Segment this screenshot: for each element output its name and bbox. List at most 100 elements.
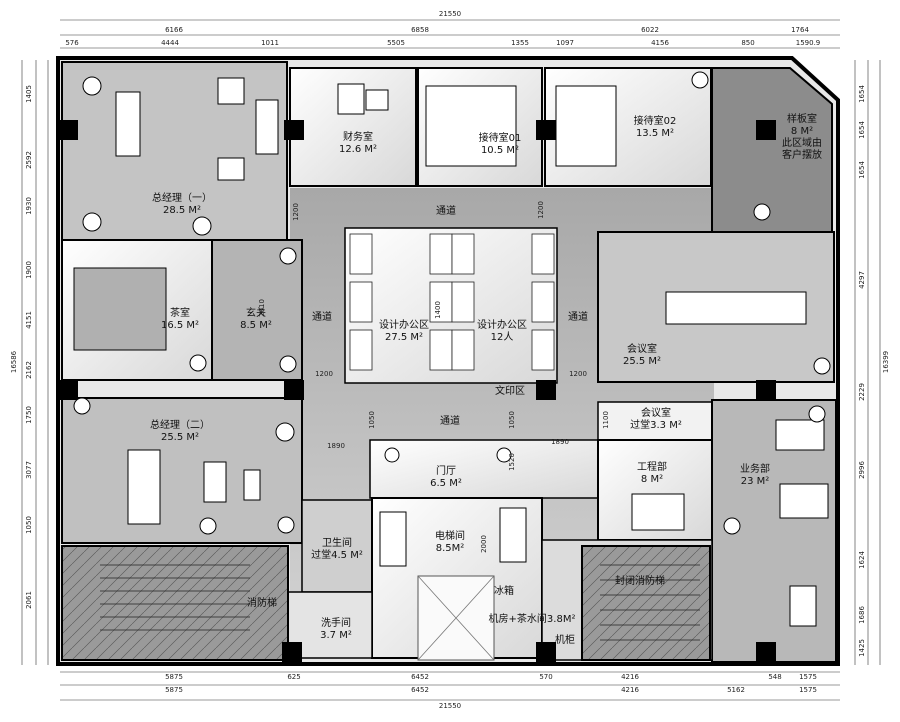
meeting-name: 会议室 (627, 344, 657, 355)
engineering-name: 工程部 (637, 462, 667, 473)
gm1-area: 28.5 M² (162, 205, 202, 216)
dim-bot-6: 548 (768, 673, 782, 681)
finance-label: 财务室 12.6 M² (339, 132, 377, 156)
dim-inner-5: 2010 (258, 299, 266, 317)
workstations (349, 233, 555, 371)
elevator-name: 电梯间 (435, 531, 465, 542)
dim-inner-13: 1520 (508, 453, 516, 471)
meeting-hall-area: 过堂3.3 M² (630, 420, 682, 431)
dim-left-1: 1405 (25, 85, 33, 103)
lobby-room (369, 439, 599, 499)
sample-area: 8 M² (790, 126, 814, 137)
dim-right-4: 4297 (858, 271, 866, 289)
dim-left-3: 1930 (25, 197, 33, 215)
foyer-label: 玄关 8.5 M² (240, 308, 272, 332)
sample-note1: 此区域由 (782, 138, 822, 149)
dim-top-2: 6858 (411, 26, 429, 34)
dim-right-total: 16399 (882, 350, 890, 374)
dim-top2-4: 5505 (387, 39, 405, 47)
reception1-area: 10.5 M² (480, 145, 520, 156)
dim-top2-3: 1011 (261, 39, 279, 47)
meeting-hall (597, 401, 713, 441)
dim-bot2-4: 5162 (727, 686, 745, 694)
dimension-lines (21, 19, 881, 701)
dim-bot-4: 570 (539, 673, 553, 681)
meeting-area: 25.5 M² (622, 356, 662, 367)
print-label: 文印区 (495, 386, 525, 397)
dim-left-2: 2592 (25, 151, 33, 169)
corridor-top: 通道 (436, 206, 456, 217)
sample-room (711, 67, 833, 233)
stair1-label: 消防梯 (247, 598, 277, 609)
toilet-label: 卫生间 过堂4.5 M² (311, 538, 363, 562)
dim-left-5: 4151 (25, 311, 33, 329)
dim-inner-6: 1050 (368, 411, 376, 429)
tea-area: 16.5 M² (160, 320, 200, 331)
dim-top-4: 1764 (791, 26, 809, 34)
dim-left-4: 1900 (25, 261, 33, 279)
stair2 (581, 545, 711, 661)
washroom-label: 洗手间 3.7 M² (320, 618, 352, 642)
business-label: 业务部 23 M² (740, 464, 770, 488)
dim-inner-2: 1200 (569, 370, 587, 378)
dim-right-3: 1654 (858, 161, 866, 179)
washroom-area: 3.7 M² (320, 630, 352, 641)
finance-area: 12.6 M² (338, 144, 378, 155)
elevator-label: 电梯间 8.5M² (435, 531, 465, 555)
design1-name: 设计办公区 (379, 320, 429, 331)
meeting-hall-label: 会议室 过堂3.3 M² (630, 408, 682, 432)
fridge-label: 冰箱 (494, 586, 514, 597)
structural-columns (58, 120, 776, 662)
dim-top2-2: 4444 (161, 39, 179, 47)
design2-area: 12人 (490, 332, 514, 343)
reception1-name: 接待室01 (478, 133, 522, 144)
dim-right-2: 1654 (858, 121, 866, 139)
washroom-name: 洗手间 (321, 618, 351, 629)
design1-area: 27.5 M² (384, 332, 424, 343)
dim-top-3: 6022 (641, 26, 659, 34)
dim-bot-2: 625 (287, 673, 301, 681)
dim-top2-5: 1355 (511, 39, 529, 47)
dim-left-6: 2162 (25, 361, 33, 379)
corridor-right: 通道 (568, 312, 588, 323)
dim-left-total: 16586 (10, 350, 18, 374)
dim-right-1: 1654 (858, 85, 866, 103)
sample-note2: 客户摆放 (782, 150, 822, 161)
meeting-hall-name: 会议室 (641, 408, 671, 419)
dim-bot-3: 6452 (411, 673, 429, 681)
design1-label: 设计办公区 27.5 M² (379, 320, 429, 344)
dim-top-1: 6166 (165, 26, 183, 34)
toilet-name: 卫生间 (322, 538, 352, 549)
dim-bot-total: 21550 (438, 702, 462, 710)
dim-bot2-2: 6452 (411, 686, 429, 694)
dim-inner-1: 1200 (315, 370, 333, 378)
tea-name: 茶室 (170, 308, 190, 319)
dim-bot-1: 5875 (165, 673, 183, 681)
cabinet-label: 机柜 (555, 635, 575, 646)
lobby-label: 门厅 6.5 M² (430, 466, 462, 490)
dim-inner-7: 1050 (508, 411, 516, 429)
dim-bot2-1: 5875 (165, 686, 183, 694)
gm2-name: 总经理（二） (150, 420, 210, 431)
gm2-room (61, 397, 303, 544)
gm2-label: 总经理（二） 25.5 M² (150, 420, 210, 444)
dim-top2-8: 850 (741, 39, 755, 47)
dim-inner-12: 1400 (434, 301, 442, 319)
dim-right-9: 1425 (858, 639, 866, 657)
corridor-middle: 通道 (440, 416, 460, 427)
furniture (73, 77, 829, 627)
reception2-label: 接待室02 13.5 M² (634, 116, 677, 140)
elevator-area: 8.5M² (435, 543, 465, 554)
dim-left-7: 1750 (25, 406, 33, 424)
dim-inner-11: 1100 (602, 411, 610, 429)
design2-label: 设计办公区 12人 (477, 320, 527, 344)
dim-inner-8: 1890 (327, 442, 345, 450)
dim-inner-10: 2000 (480, 535, 488, 553)
dim-right-7: 1624 (858, 551, 866, 569)
dim-left-9: 1050 (25, 516, 33, 534)
reception2-name: 接待室02 (633, 116, 677, 127)
dim-right-8: 1686 (858, 606, 866, 624)
dim-top-total: 21550 (438, 10, 462, 18)
sample-label: 样板室 8 M² 此区域由 客户摆放 (782, 114, 822, 162)
